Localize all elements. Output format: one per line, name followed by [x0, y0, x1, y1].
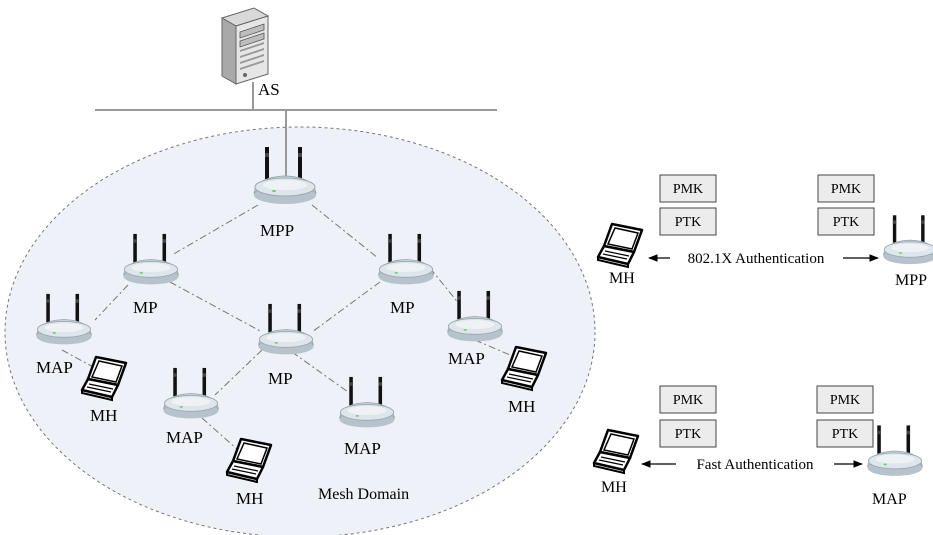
arrow-8021x-label: 802.1X Authentication — [688, 251, 825, 267]
node-mp-center: MP — [258, 303, 314, 388]
svg-text:PTK: PTK — [832, 427, 858, 442]
authentication-server: AS — [221, 7, 280, 99]
wireless-router-icon — [882, 214, 933, 265]
mpp-label: MPP — [260, 221, 294, 240]
svg-text:PTK: PTK — [675, 215, 701, 230]
mp-left-label: MP — [133, 298, 158, 317]
map-left-label: MAP — [36, 358, 73, 377]
svg-text:PTK: PTK — [833, 215, 859, 230]
key-box-pmk-left: PMK — [659, 385, 717, 414]
svg-text:PMK: PMK — [673, 393, 703, 408]
mesh-links — [61, 204, 511, 451]
node-mh-right: MH — [500, 345, 548, 416]
server-icon — [221, 7, 269, 85]
node-mpp: MPP — [253, 146, 317, 240]
key-box-pmk-left: PMK — [659, 174, 717, 203]
node-map-lower-center: MAP — [339, 376, 395, 458]
node-mh-left: MH — [80, 355, 128, 425]
svg-text:PTK: PTK — [675, 427, 701, 442]
key-box-ptk-left: PTK — [659, 419, 717, 448]
map-right-label: MAP — [448, 349, 485, 368]
map-lower-center-label: MAP — [344, 439, 381, 458]
auth-bottom-mh-label: MH — [601, 479, 627, 496]
mh-left-label: MH — [90, 406, 117, 425]
key-box-pmk-right: PMK — [816, 385, 874, 414]
auth-top-peer-label: MPP — [895, 272, 927, 289]
arrow-fast-auth-label: Fast Authentication — [696, 457, 814, 473]
laptop-icon — [592, 428, 640, 475]
key-box-ptk-right: PTK — [817, 207, 875, 236]
auth-panel-8021x: PMK PTK PMK PTK MH 802.1X Authentication… — [596, 174, 933, 289]
svg-text:PMK: PMK — [673, 182, 703, 197]
node-mh-bottom: MH — [225, 437, 273, 508]
mp-right-label: MP — [390, 298, 415, 317]
map-lower-left-label: MAP — [166, 428, 203, 447]
auth-bottom-peer-label: MAP — [872, 491, 907, 508]
node-map-left: MAP — [36, 293, 92, 377]
mh-bottom-label: MH — [236, 489, 263, 508]
wireless-router-icon — [867, 424, 923, 477]
key-box-ptk-left: PTK — [659, 207, 717, 236]
node-mp-left: MP — [123, 233, 179, 317]
svg-text:PMK: PMK — [831, 182, 861, 197]
mesh-domain-label: Mesh Domain — [318, 486, 409, 503]
laptop-icon — [596, 222, 644, 269]
svg-text:PMK: PMK — [830, 393, 860, 408]
mp-center-label: MP — [268, 369, 293, 388]
node-map-lower-left: MAP — [163, 367, 219, 447]
key-box-ptk-right: PTK — [816, 419, 874, 448]
node-map-right: MAP — [447, 290, 503, 368]
node-mp-right: MP — [378, 233, 434, 317]
auth-panel-fast: PMK PTK PMK PTK MH Fast Authentication M… — [592, 385, 923, 508]
as-label: AS — [258, 80, 280, 99]
mh-right-label: MH — [508, 397, 535, 416]
key-box-pmk-right: PMK — [817, 174, 875, 203]
auth-top-mh-label: MH — [609, 270, 635, 287]
